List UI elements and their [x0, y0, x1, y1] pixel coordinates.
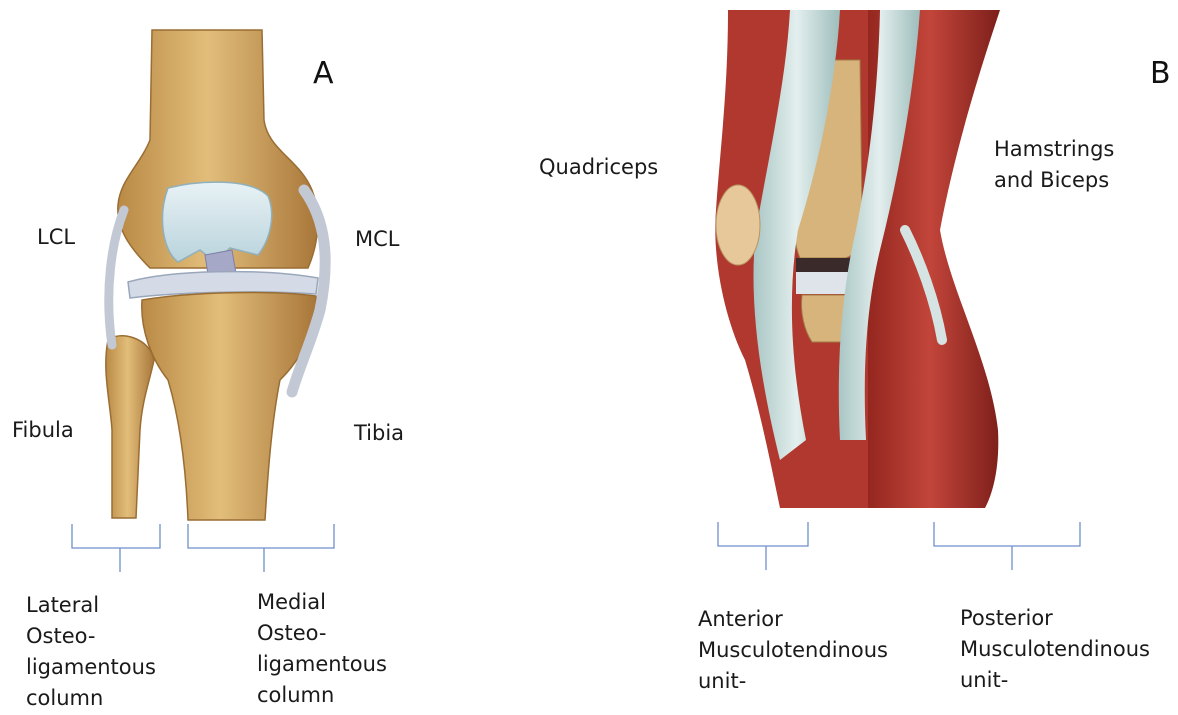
fibula: [106, 336, 154, 518]
medial-column-line-3: ligamentous: [257, 649, 387, 680]
femoral-cartilage: [163, 182, 272, 262]
hamstrings-line-1: Hamstrings: [994, 134, 1114, 165]
bracket-posterior-unit: [934, 522, 1080, 570]
posterior-unit-line-1: Posterior: [960, 603, 1150, 634]
anterior-unit-line-3: unit-: [698, 666, 888, 697]
posterior-unit-line-2: Musculotendinous: [960, 634, 1150, 665]
bracket-anterior-unit: [718, 522, 808, 570]
bracket-medial-column: [188, 524, 334, 572]
label-tibia: Tibia: [354, 418, 404, 449]
medial-column-line-2: Osteo-: [257, 618, 387, 649]
patella: [716, 185, 760, 265]
bracket-lateral-column: [72, 524, 160, 572]
knee-lateral-muscle-illustration: [715, 10, 1000, 508]
medial-column-line-1: Medial: [257, 587, 387, 618]
lateral-collateral-ligament: [109, 210, 124, 345]
label-lcl: LCL: [37, 222, 75, 253]
medial-column-line-4: column: [257, 680, 387, 711]
lateral-column-line-1: Lateral: [26, 590, 156, 621]
label-fibula: Fibula: [12, 415, 74, 446]
label-lateral-column: Lateral Osteo- ligamentous column: [26, 590, 156, 714]
panel-a-letter: A: [313, 56, 334, 91]
anterior-unit-line-2: Musculotendinous: [698, 635, 888, 666]
brackets: [72, 522, 1080, 572]
lateral-column-line-4: column: [26, 683, 156, 714]
lateral-column-line-2: Osteo-: [26, 621, 156, 652]
label-quadriceps: Quadriceps: [539, 152, 658, 183]
anterior-unit-line-1: Anterior: [698, 604, 888, 635]
tibia: [142, 293, 316, 520]
lateral-column-line-3: ligamentous: [26, 652, 156, 683]
label-posterior-unit: Posterior Musculotendinous unit-: [960, 603, 1150, 696]
label-mcl: MCL: [355, 224, 399, 255]
label-anterior-unit: Anterior Musculotendinous unit-: [698, 604, 888, 697]
label-medial-column: Medial Osteo- ligamentous column: [257, 587, 387, 711]
knee-anterior-illustration: [106, 30, 325, 520]
posterior-unit-line-3: unit-: [960, 665, 1150, 696]
label-hamstrings-biceps: Hamstrings and Biceps: [994, 134, 1114, 196]
hamstrings-line-2: and Biceps: [994, 165, 1114, 196]
panel-b-letter: B: [1150, 56, 1171, 91]
